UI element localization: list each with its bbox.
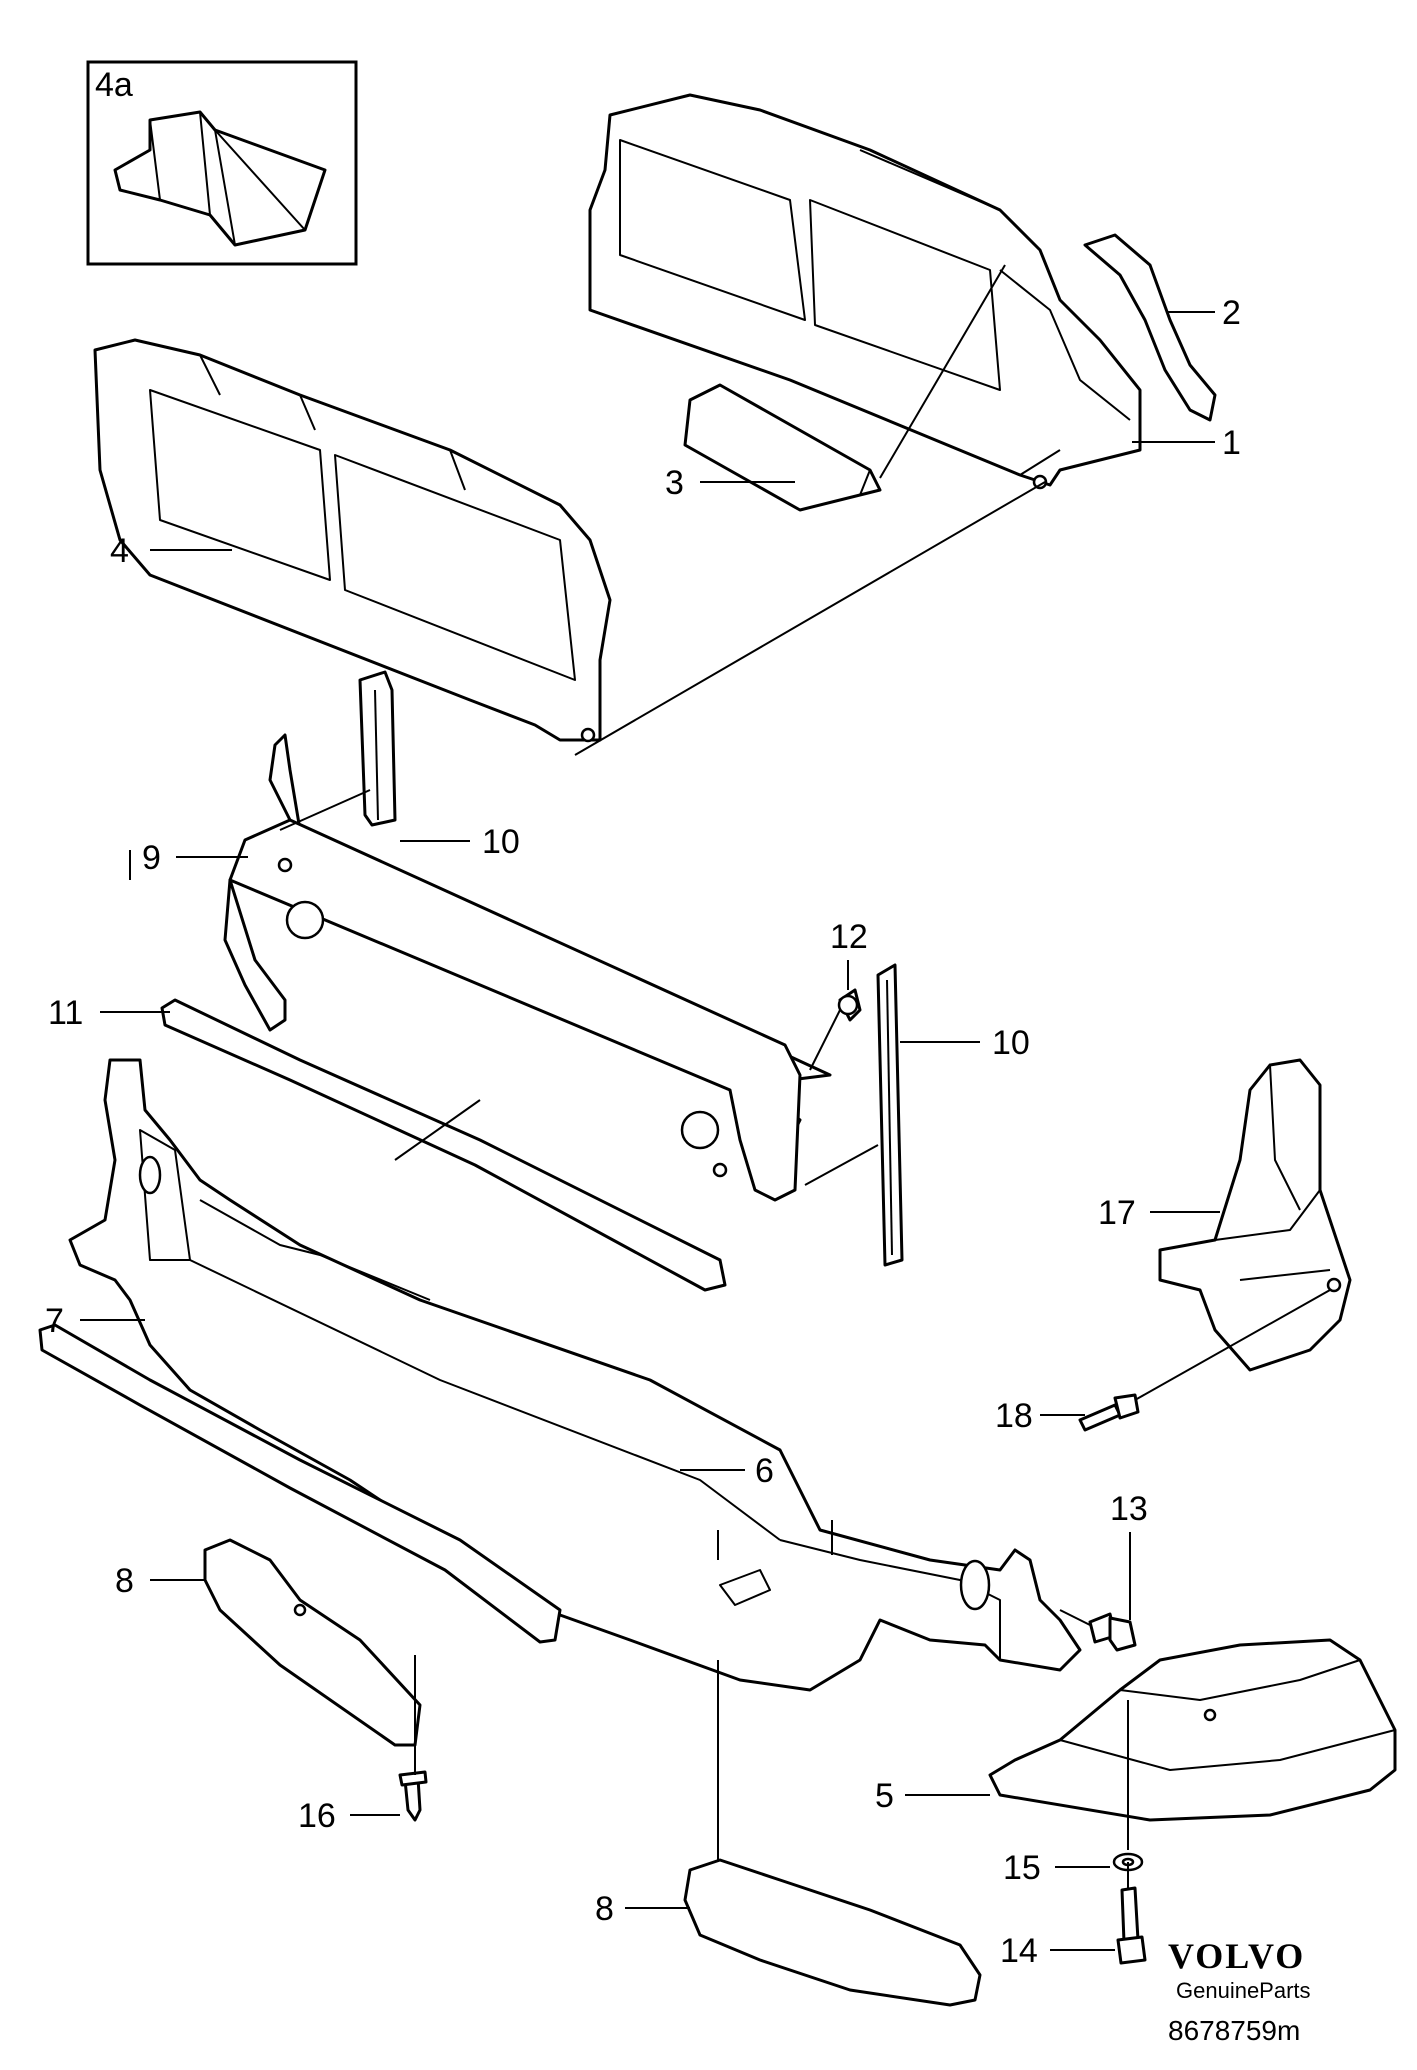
part-10-seal-right (876, 963, 904, 1267)
diagram-part-number: 8678759m (1168, 2015, 1300, 2046)
callout-10-lower: 10 (992, 1024, 1030, 1062)
part-17-side-bracket (1158, 1058, 1352, 1372)
part-6-support-panel (68, 1058, 1082, 1692)
part-14-bolt (1116, 1886, 1147, 1965)
callout-leaders (80, 311, 1220, 1951)
brand-logo-text: VOLVO (1168, 1936, 1305, 1976)
callout-12: 12 (830, 918, 868, 956)
callout-1: 1 (1222, 424, 1241, 462)
callout-8-upper: 8 (115, 1562, 134, 1600)
part-11-seal-strip (160, 998, 727, 1292)
callout-5: 5 (875, 1777, 894, 1815)
callout-13: 13 (1110, 1490, 1148, 1528)
callout-17: 17 (1098, 1194, 1136, 1232)
callout-3: 3 (665, 464, 684, 502)
inset-frame (86, 60, 358, 266)
brand-subtitle: GenuineParts (1176, 1978, 1311, 2003)
part-9-cover-panel (223, 733, 832, 1202)
part-5-deflector (988, 1638, 1397, 1822)
assembly-lines (129, 264, 1331, 1890)
part-1-air-guide (588, 93, 1142, 490)
inset-label: 4a (95, 66, 133, 104)
part-16-push-pin (398, 1770, 428, 1822)
callout-6: 6 (755, 1452, 774, 1490)
brand-block: VOLVO GenuineParts 8678759m (1168, 1936, 1311, 2046)
callout-7: 7 (45, 1302, 64, 1340)
callout-15: 15 (1003, 1849, 1041, 1887)
callout-9: 9 (142, 839, 161, 877)
callout-labels: 1 2 3 4 9 10 12 11 10 17 18 7 6 13 8 5 1… (45, 294, 1241, 1970)
part-2-seal-strip (1083, 233, 1217, 422)
part-7-lower-seal (38, 1323, 562, 1644)
callout-14: 14 (1000, 1932, 1038, 1970)
part-3-plate (683, 383, 882, 512)
callout-2: 2 (1222, 294, 1241, 332)
inset-part-4a (113, 110, 327, 247)
part-8-trim-upper (203, 1538, 422, 1747)
callout-10-upper: 10 (482, 823, 520, 861)
part-18-screw (1078, 1393, 1140, 1432)
part-12-clip (837, 988, 862, 1022)
callout-11: 11 (48, 994, 83, 1032)
part-4-front-air-guide (93, 338, 612, 743)
callout-18: 18 (995, 1397, 1033, 1435)
callout-16: 16 (298, 1797, 336, 1835)
part-8-trim-lower (683, 1858, 982, 2007)
part-10-seal-left (358, 670, 397, 827)
inset-4a: 4a (86, 60, 358, 266)
callout-8-lower: 8 (595, 1890, 614, 1928)
callout-4: 4 (110, 532, 129, 570)
part-13-bolt (1088, 1612, 1137, 1652)
